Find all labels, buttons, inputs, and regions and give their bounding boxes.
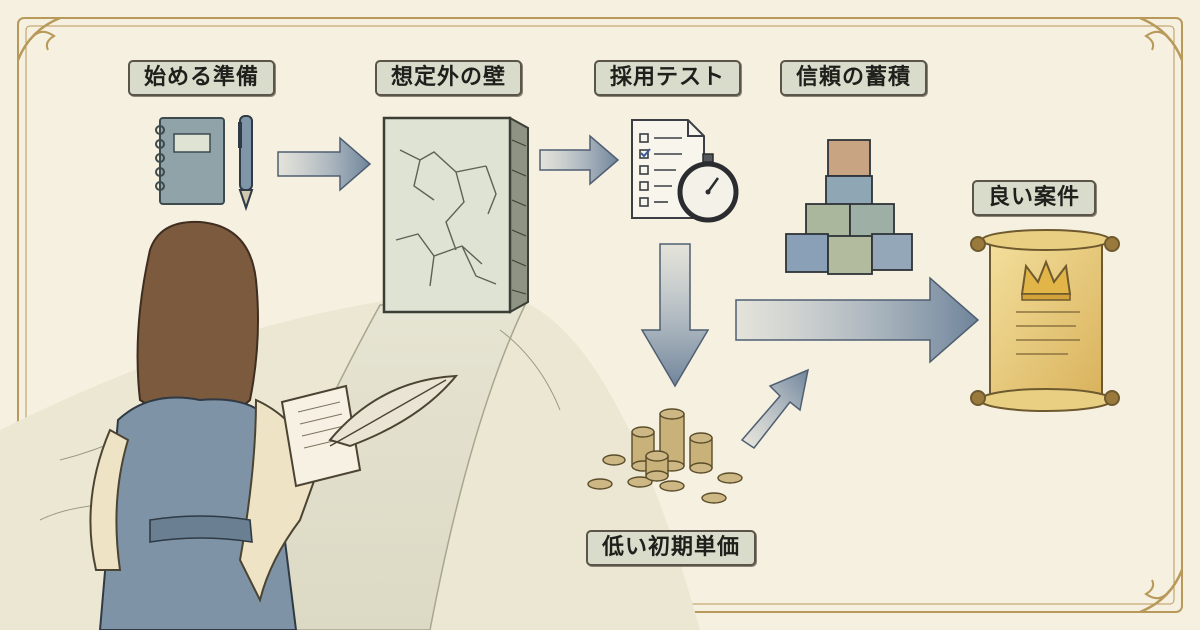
label-low-price: 低い初期単価 — [586, 530, 757, 566]
label-preparation: 始める準備 — [128, 60, 276, 96]
woman-figure — [89, 220, 320, 630]
crown-icon — [1020, 259, 1072, 301]
arrow-long — [735, 276, 980, 364]
blocks-icon — [785, 139, 913, 275]
label-trust: 信頼の蓄積 — [780, 60, 928, 96]
label-test: 採用テスト — [594, 60, 742, 96]
label-wall: 想定外の壁 — [375, 60, 523, 96]
arrow-diagonal — [740, 368, 810, 450]
pen-icon — [238, 115, 254, 212]
arrow-down — [640, 243, 710, 388]
coins-icon — [587, 408, 743, 504]
arrow-2 — [539, 134, 620, 186]
label-good-job: 良い案件 — [972, 180, 1097, 216]
notebook-icon — [155, 117, 225, 205]
quill-icon — [328, 374, 459, 448]
stopwatch-icon — [677, 153, 739, 223]
arrow-1 — [277, 136, 372, 192]
wall-icon — [382, 116, 529, 314]
scroll-icon — [970, 229, 1120, 412]
